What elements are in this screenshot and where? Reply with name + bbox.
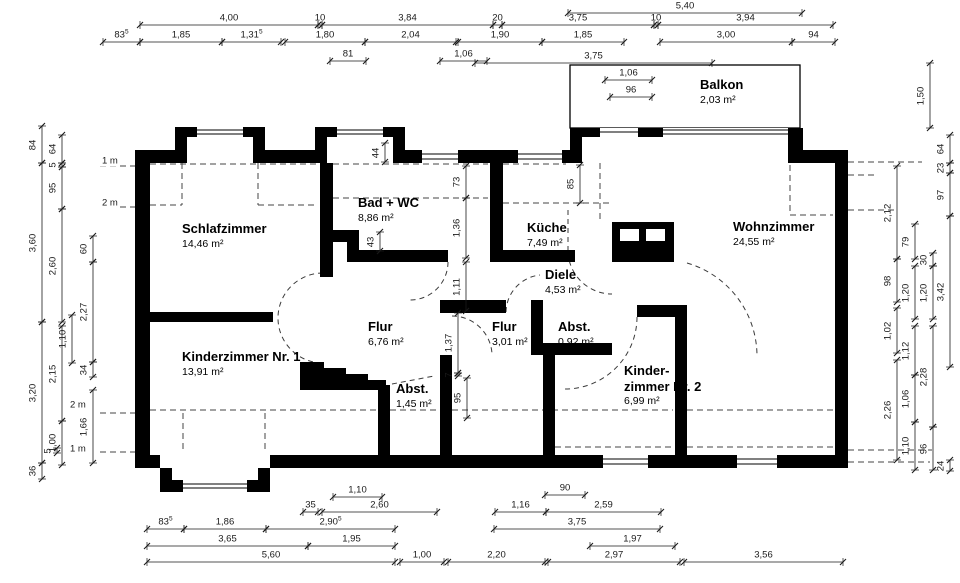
window-frames (183, 129, 788, 489)
door-swing-arcs (277, 210, 758, 390)
dimension-lines (38, 9, 954, 566)
walls (135, 127, 848, 492)
balcony-outline (569, 64, 801, 129)
roof-height-dashed-lines (100, 161, 932, 463)
